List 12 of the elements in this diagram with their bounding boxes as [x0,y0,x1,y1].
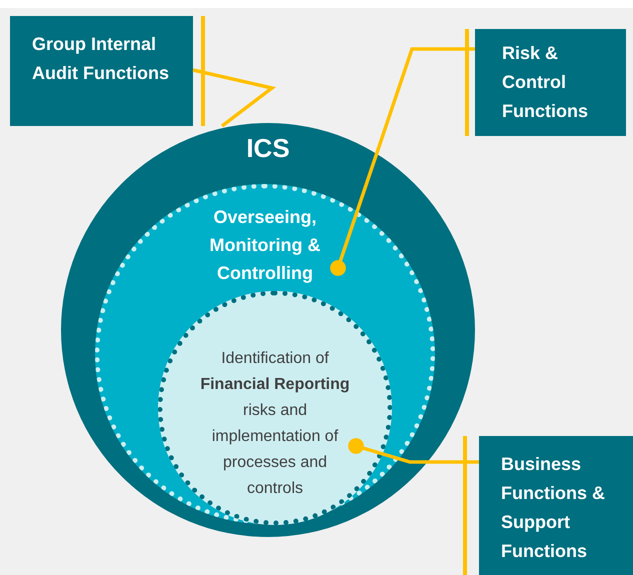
circle-label: ICS [245,132,291,165]
leader-line [330,47,475,276]
function-label: Group Internal Audit Functions [32,33,170,85]
leader-line [348,438,479,464]
function-label: Risk & Control Functions [502,42,589,123]
function-box [479,436,633,575]
circle-label: Identification of Financial Reporting risks and implementation of processes and controls [199,349,351,499]
function-box [475,29,626,136]
function-box [10,16,193,126]
circle-label: Overseeing, Monitoring & Controlling [208,206,322,285]
function-label: Business Functions & Support Functions [501,453,606,563]
leader-line [192,68,276,128]
